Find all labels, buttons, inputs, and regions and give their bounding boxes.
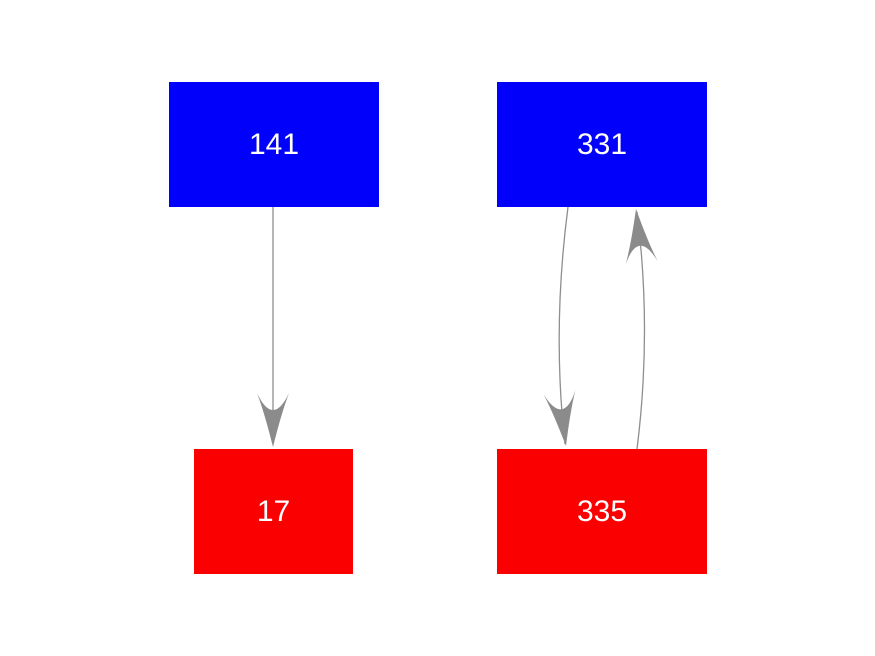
edge-335-331-line[interactable] xyxy=(636,211,646,450)
edge-141-17[interactable] xyxy=(257,207,289,447)
node-331[interactable]: 331 xyxy=(497,82,707,207)
edge-141-17-arrowhead-icon xyxy=(257,393,289,447)
edge-335-331-arrowhead-icon xyxy=(625,209,658,265)
node-141[interactable]: 141 xyxy=(169,82,379,207)
node-335-label: 335 xyxy=(576,494,628,528)
node-335[interactable]: 335 xyxy=(497,449,707,574)
edge-335-331[interactable] xyxy=(620,207,658,450)
node-331-label: 331 xyxy=(576,127,628,161)
node-141-label: 141 xyxy=(248,127,300,161)
node-17[interactable]: 17 xyxy=(194,449,353,574)
edge-331-335[interactable] xyxy=(543,206,582,448)
node-17-label: 17 xyxy=(256,494,291,528)
edge-331-335-arrowhead-icon xyxy=(543,390,576,446)
